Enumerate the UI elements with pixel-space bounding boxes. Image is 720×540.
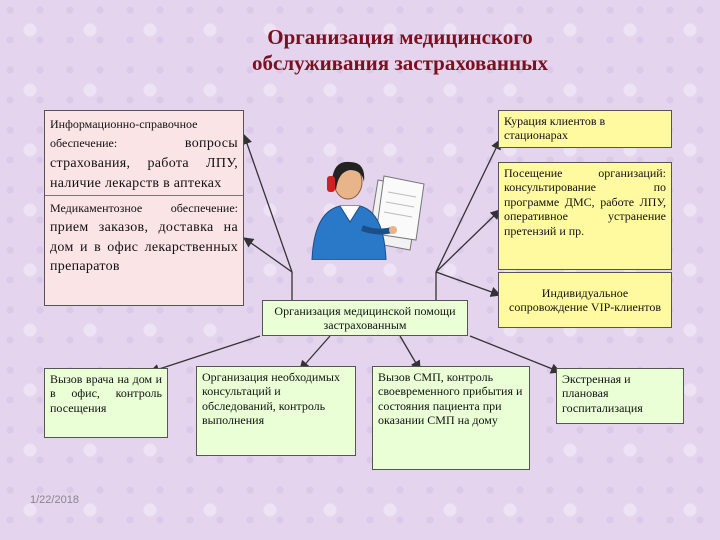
right-box-vip-text: Индивидуальное сопровождение VIP-клиенто…: [509, 285, 661, 314]
medication-support-section: Медикаментозное обеспечение: прием заказ…: [45, 194, 243, 277]
slide-date: 1/22/2018: [30, 494, 79, 506]
right-box-curation: Курация клиентов в стационарах: [498, 110, 672, 148]
medication-support-heading: Медикаментозное обеспечение:: [50, 200, 238, 215]
bottom-box-consultations: Организация необходимых консультаций и о…: [196, 366, 356, 456]
info-support-heading: Информационно-справочное обеспечение:: [50, 117, 198, 151]
page-title: Организация медицинского обслуживания за…: [200, 24, 600, 76]
right-box-vip: Индивидуальное сопровождение VIP-клиенто…: [498, 272, 672, 328]
info-support-section: Информационно-справочное обеспечение: во…: [50, 114, 238, 193]
bottom-box-emergency-call: Вызов СМП, контроль своевременного прибы…: [372, 366, 530, 470]
bottom-box-doctor-call: Вызов врача на дом и в офис, контроль по…: [44, 368, 168, 438]
right-box-visits: Посещение организаций: консультирование …: [498, 162, 672, 270]
arrow-to-bottom-2: [299, 335, 331, 371]
arrow-to-bottom-3: [399, 335, 421, 372]
right-box-visits-text: Посещение организаций: консультирование …: [504, 166, 666, 238]
bottom-box-consultations-text: Организация необходимых консультаций и о…: [202, 370, 340, 428]
arrow-to-right-top: [435, 138, 501, 273]
arrow-to-right-middle: [435, 209, 501, 273]
title-line-2: обслуживания застрахованных: [252, 51, 548, 75]
arrow-to-bottom-1: [148, 335, 261, 375]
operator-with-phone-icon: [311, 161, 425, 260]
bottom-box-hospitalization: Экстренная и плановая госпитализация: [556, 368, 684, 424]
central-organization-box: Организация медицинской помощи застрахов…: [262, 300, 468, 336]
arrow-to-left-top: [242, 133, 293, 273]
bottom-box-doctor-call-text: Вызов врача на дом и в офис, контроль по…: [50, 372, 162, 415]
arrow-to-left-bottom: [242, 237, 293, 273]
medication-support-text: прием заказов, доставка на дом и в офис …: [50, 219, 238, 275]
title-line-1: Организация медицинского: [267, 25, 533, 49]
bottom-box-emergency-call-text: Вызов СМП, контроль своевременного прибы…: [378, 370, 523, 428]
right-box-curation-text: Курация клиентов в стационарах: [504, 114, 606, 143]
arrow-to-right-bottom: [435, 271, 502, 297]
arrow-to-bottom-4: [469, 335, 562, 374]
info-support-text: вопросы страхования, работа ЛПУ, наличие…: [50, 136, 238, 191]
central-organization-text: Организация медицинской помощи застрахов…: [274, 304, 456, 333]
left-service-box: Информационно-справочное обеспечение: во…: [44, 110, 244, 306]
bottom-box-hospitalization-text: Экстренная и плановая госпитализация: [562, 372, 643, 415]
